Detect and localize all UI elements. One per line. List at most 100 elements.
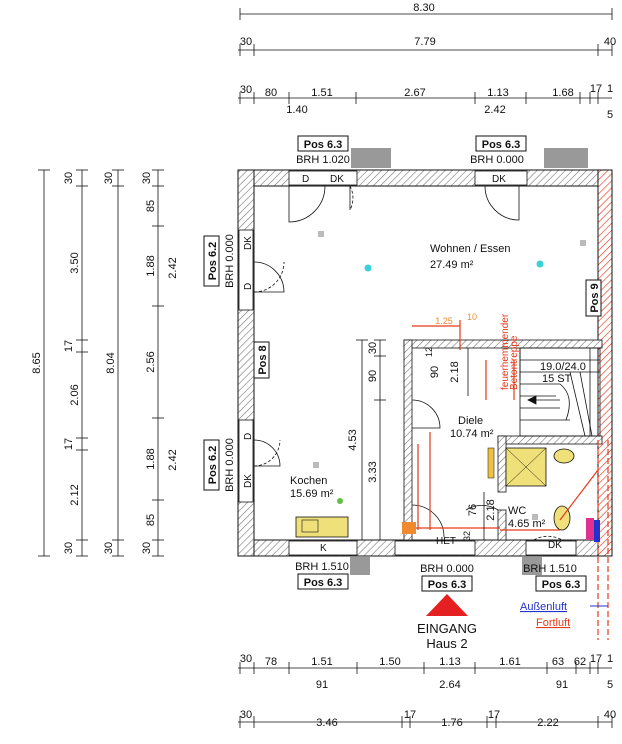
legend-aussenluft: Außenluft [520,601,567,613]
sym-d-left2: D [243,433,254,440]
entrance-arrow-icon [426,594,468,616]
ceiling-light-2 [536,260,544,268]
bottom-dim-r1-4: 1.13 [439,656,460,668]
brh-left-lower: BRH 0.000 [224,438,236,492]
svg-text:Pos 8: Pos 8 [257,345,269,374]
room-diele-name: Diele [458,415,483,427]
svg-text:Pos 6.2: Pos 6.2 [207,242,219,281]
left-dimension-lines [38,169,164,557]
washbasin [553,448,575,464]
brh-left-upper: BRH 0.000 [224,234,236,288]
brh-top-left: BRH 1.020 [296,154,350,166]
top-dim-row3-2: 1.51 [311,87,332,99]
pos-label-bottom-mid: BRH 0.000 Pos 6.3 [420,563,474,592]
svg-text:Pos 6.3: Pos 6.3 [304,139,343,151]
top-dim-sub-2: 5 [607,109,613,121]
left-dim-c3-3: 2.56 [145,351,157,372]
window-sills-grey [350,148,588,575]
entrance-house: Haus 2 [426,636,467,651]
sensor-4 [532,514,538,520]
stair-dim: 19.0/24.0 [540,361,586,373]
bottom-dim-r1-8: 17 [590,653,602,665]
ceiling-light-1 [364,264,372,272]
pos-label-bottom-right: BRH 1.510 Pos 6.3 [523,563,587,592]
left-dim-c3-5: 85 [145,514,157,526]
stair-note: feuerhemmender Betontreppe [500,311,520,390]
bottom-dim-r1-6: 63 [552,656,564,668]
bottom-dim-sub-0: 91 [316,679,328,691]
sym-het: HET [436,536,456,547]
brh-bottom-mid: BRH 0.000 [420,563,474,575]
kitchen-outlet [337,498,343,504]
pos-label-left-mid: Pos 8 [253,341,270,379]
left-dim-overall: 8.65 [31,352,43,373]
top-dim-sub-0: 1.40 [286,104,307,116]
bottom-dim-r1-7: 62 [574,656,586,668]
bottom-dim-sub-2: 91 [556,679,568,691]
bottom-dim-r1-2: 1.51 [311,656,332,668]
bottom-dim-r2-2: 17 [404,709,416,721]
top-dim-row3-3: 2.67 [404,87,425,99]
left-dim-c3-0: 30 [141,172,153,184]
pos-label-right: Pos 9 [585,279,602,317]
vent-box-right [586,518,594,540]
left-dim-c1-2: 17 [63,340,75,352]
inner-dim-n218a: 2.18 [449,361,461,382]
top-dim-row3-1: 80 [265,87,277,99]
svg-text:Pos 6.3: Pos 6.3 [542,579,581,591]
sym-dk-top2: DK [492,174,506,185]
inner-dim-333: 3.33 [367,461,379,482]
left-dim-c2-2: 30 [103,542,115,554]
stair-note-line1: feuerhemmender [500,313,511,390]
bottom-dim-r1-1: 78 [265,656,277,668]
top-dim-sub-1: 2.42 [484,104,505,116]
room-wohnen-name: Wohnen / Essen [430,243,511,255]
left-dim-c1-3: 2.06 [69,384,81,405]
bottom-dim-r2-0: 30 [240,709,252,721]
bottom-dim-r1-5: 1.61 [499,656,520,668]
left-dim-c1-5: 2.12 [69,484,81,505]
bottom-dim-r2-6: 40 [604,709,616,721]
inner-dim-n218b: 2.18 [485,499,497,520]
pos-label-bottom-left: BRH 1.510 Pos 6.3 [295,561,349,590]
left-dim-c3-1: 85 [145,200,157,212]
left-dim-c4-0: 2.42 [167,257,179,278]
inner-dim-30: 30 [367,342,379,354]
sensor-1 [318,231,324,237]
pos-label-top-mid: Pos 6.3 BRH 0.000 [470,135,527,166]
sym-dk-left2: DK [243,474,254,488]
inner-dim-90: 90 [367,370,379,382]
bottom-dim-r1-9: 1 [607,653,613,665]
inner-dim-red10: 10 [467,312,477,322]
left-dim-c2-0: 30 [103,172,115,184]
svg-text:Pos 9: Pos 9 [589,283,601,312]
vent-box-blue [594,520,600,542]
left-dim-c3-4: 1.88 [145,448,157,469]
vent-box-left [402,522,416,534]
room-wc-name: WC [508,505,526,517]
sym-dk-top: DK [330,174,344,185]
room-wohnen-area: 27.49 m² [430,259,474,271]
sym-dk-left1: DK [243,236,254,250]
left-dim-c1-4: 17 [63,438,75,450]
room-kochen-area: 15.69 m² [290,488,334,500]
bottom-dim-r1-0: 30 [240,653,252,665]
top-dim-row2-right: 40 [604,36,616,48]
brh-bottom-left: BRH 1.510 [295,561,349,573]
top-dim-row3-4: 1.13 [487,87,508,99]
entrance-label: EINGANG [417,621,477,636]
inner-dim-453: 4.53 [347,429,359,450]
left-dim-c4-1: 2.42 [167,449,179,470]
doors [253,185,563,541]
kitchen-sink [301,519,319,533]
top-dim-overall: 8.30 [413,2,434,14]
bottom-dim-r2-3: 1.76 [441,717,462,729]
bottom-dim-r2-4: 17 [488,709,500,721]
top-dim-row3-0: 30 [240,84,252,96]
room-diele-area: 10.74 m² [450,428,494,440]
inner-dim-n12: 12 [424,347,434,357]
pos-label-left-upper: Pos 6.2 BRH 0.000 [203,234,236,288]
inner-dim-n76: 76 [467,504,479,516]
sym-d-left1: D [243,283,254,290]
left-dim-c3-6: 30 [141,542,153,554]
